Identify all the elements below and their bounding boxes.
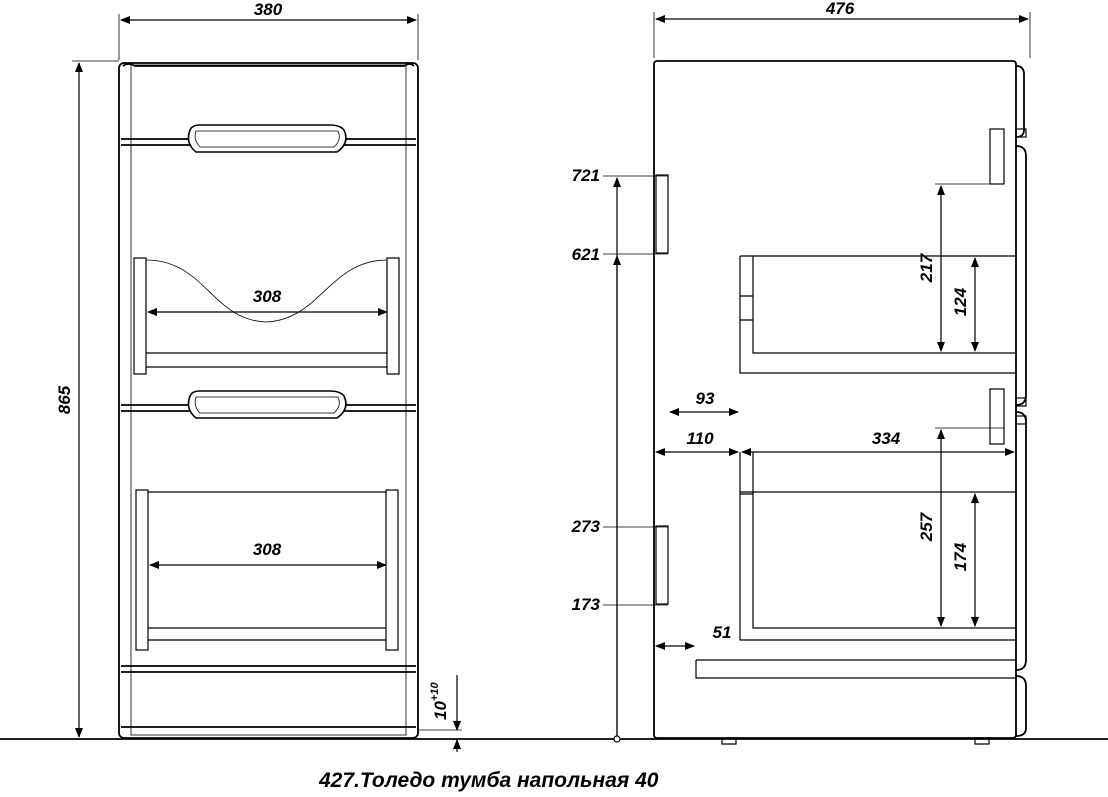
top-drawer-cutout — [145, 259, 388, 323]
bottom-drawer-box — [135, 489, 149, 651]
hole-173-label: 173 — [572, 595, 601, 614]
offset-93-label: 93 — [696, 389, 715, 408]
side-depth-label: 476 — [825, 0, 855, 18]
top-rail — [655, 174, 669, 254]
drawer-bottom-height-label: 257 — [917, 511, 936, 542]
side-front-top — [1015, 65, 1025, 138]
drawer-depth-label: 334 — [872, 429, 901, 448]
top-drawer-handle — [187, 124, 347, 153]
drawer-bottom-inner-label: 174 — [951, 542, 970, 571]
front-width-label: 380 — [254, 0, 283, 19]
offset-110-label: 110 — [686, 429, 714, 448]
front-carcass — [118, 62, 419, 739]
front-inner-width-top: 308 — [253, 287, 282, 306]
front-inner-width-bottom: 308 — [253, 540, 282, 559]
side-handle-top — [989, 128, 1005, 185]
leg-clearance-label: 10+10 — [429, 682, 450, 720]
front-plinth — [121, 665, 416, 728]
front-carcass-inner — [130, 64, 407, 736]
bottom-rail — [655, 525, 669, 605]
bottom-drawer-handle — [187, 390, 347, 419]
front-top-trim — [122, 63, 415, 67]
side-handle-bottom — [989, 388, 1005, 445]
drawer-top-inner-label: 124 — [951, 287, 970, 316]
front-view: 380 865 308 308 10+10 — [55, 0, 462, 752]
front-height-label: 865 — [55, 385, 74, 414]
drawing-caption: 427.Толедо тумба напольная 40 — [318, 769, 659, 792]
top-drawer-side — [739, 255, 1016, 374]
top-drawer-box — [133, 257, 147, 375]
drawer-top-height-label: 217 — [917, 252, 936, 283]
hole-273-label: 273 — [571, 517, 601, 536]
offset-51-label: 51 — [713, 623, 732, 642]
bottom-drawer-side — [739, 452, 1016, 641]
hole-721-label: 721 — [572, 166, 600, 185]
side-view: 476 721 621 273 173 93 110 334 51 217 12… — [571, 0, 1031, 745]
hole-621-label: 621 — [572, 245, 600, 264]
